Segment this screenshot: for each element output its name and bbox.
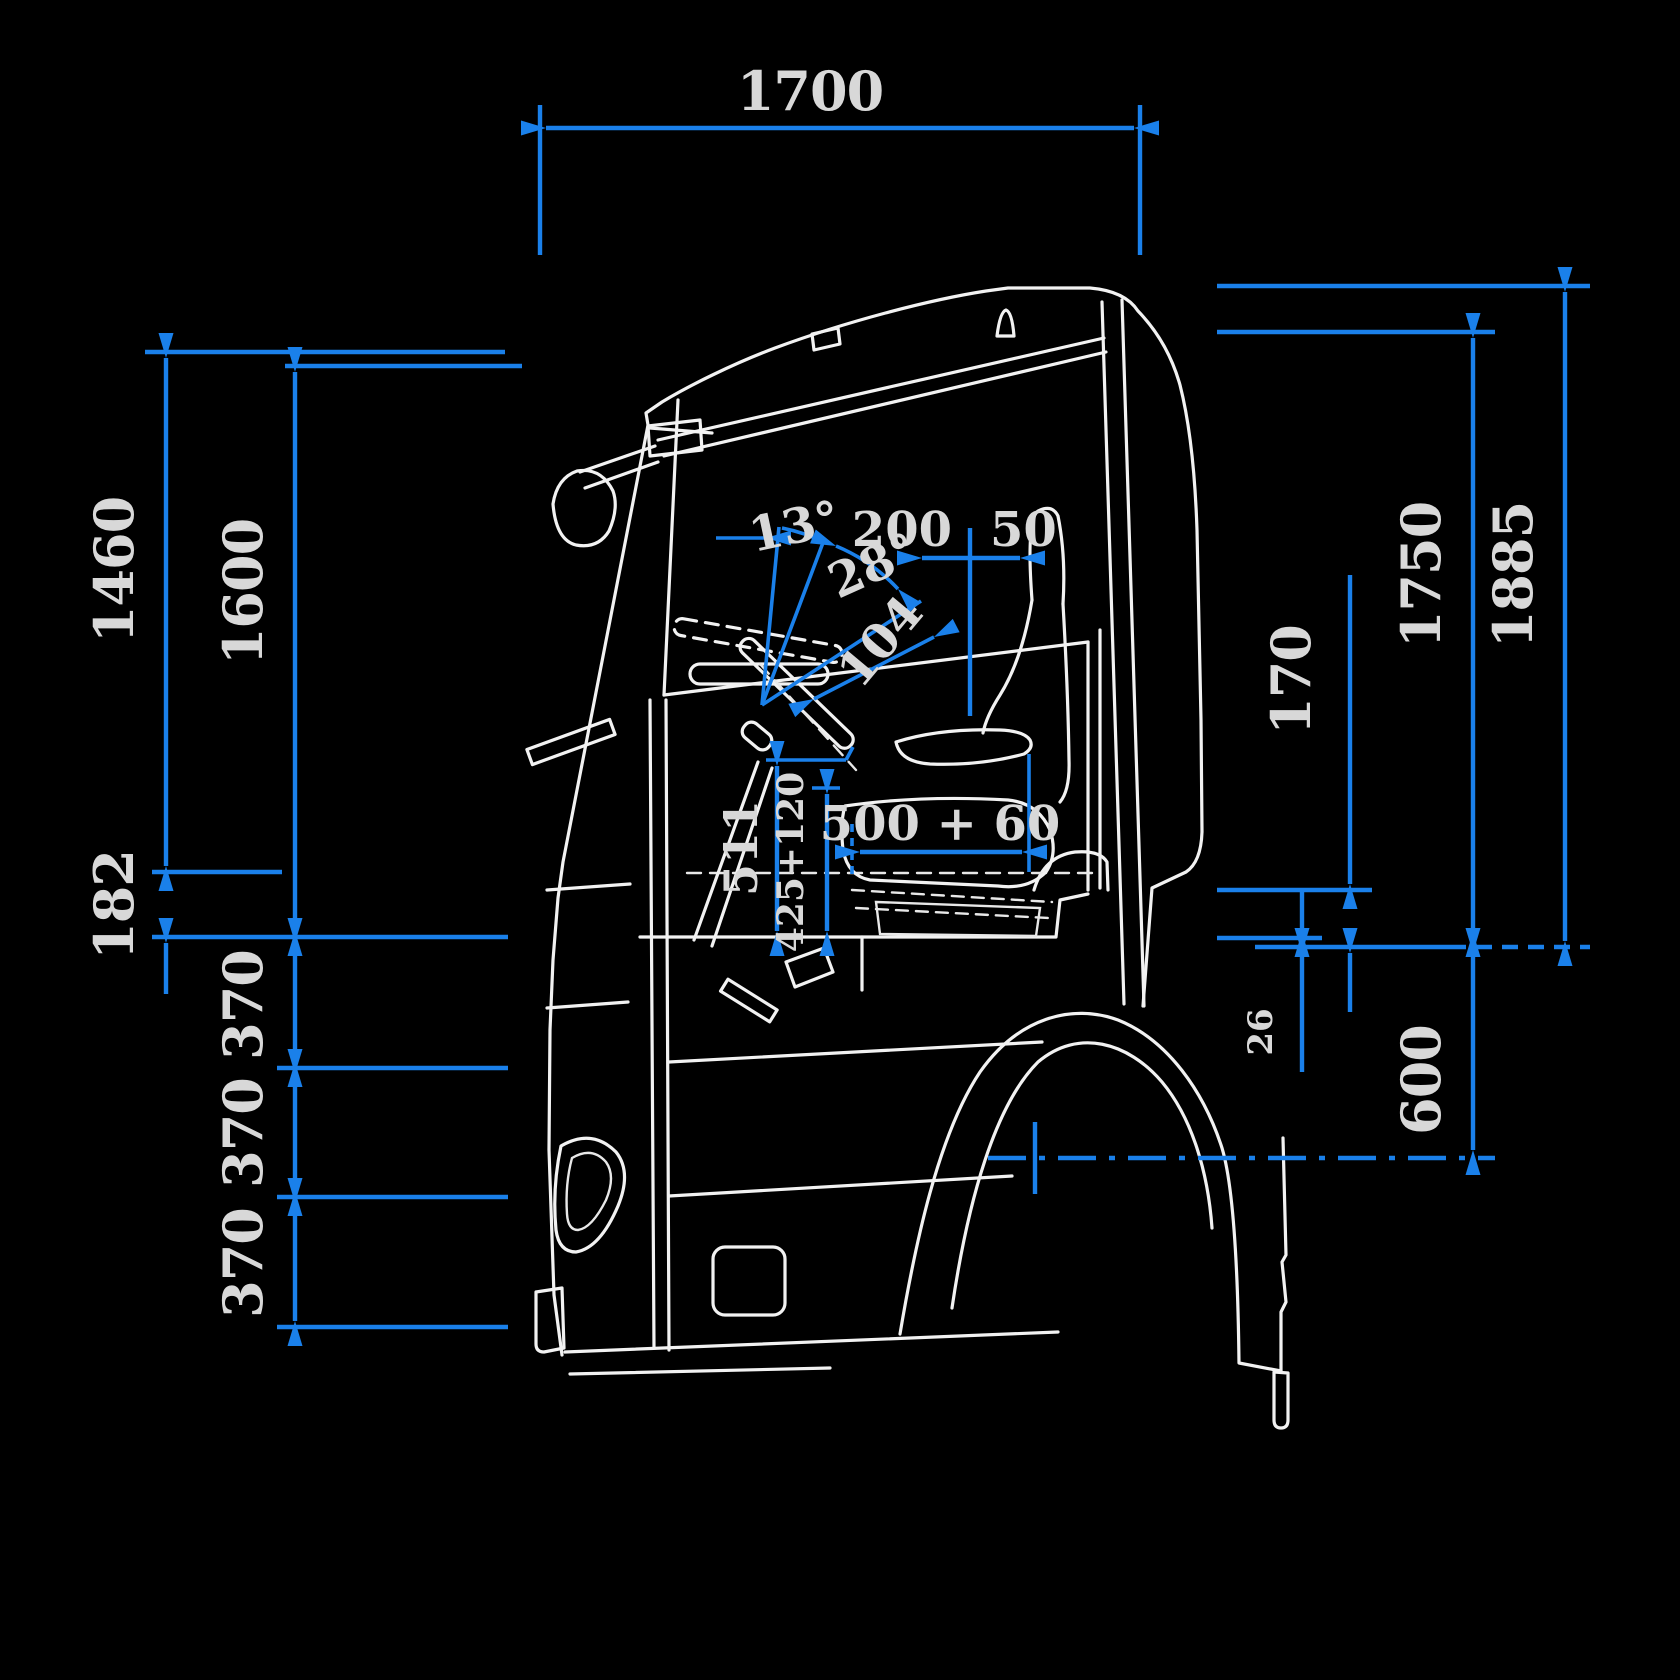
headlight-inner xyxy=(565,1151,613,1232)
dim-seat-cushion-travel: 500 + 60 xyxy=(820,754,1061,878)
svg-text:1460: 1460 xyxy=(82,497,146,643)
seat-backrest-rear xyxy=(1058,602,1071,804)
svg-text:370: 370 xyxy=(211,1208,275,1318)
svg-text:1750: 1750 xyxy=(1389,502,1453,648)
rear-mount xyxy=(1032,850,1110,892)
mud-flap xyxy=(1272,1370,1290,1430)
svg-text:13°: 13° xyxy=(744,490,844,564)
dim-seat-height-range: 425+120 xyxy=(770,769,840,956)
dim-right-height-total: 1885 xyxy=(1481,267,1573,966)
svg-text:511: 511 xyxy=(714,800,768,896)
svg-text:26: 26 xyxy=(1241,1008,1281,1055)
seat-pedestal xyxy=(874,900,1042,938)
mirror-head xyxy=(551,468,617,548)
headlight-outer xyxy=(553,1136,627,1254)
dim-right-offset: 170 xyxy=(1259,575,1358,909)
door-front-edge xyxy=(648,698,656,1350)
skirt-line xyxy=(563,1330,1060,1354)
cab-outline xyxy=(547,286,1204,1357)
door-front-edge-2 xyxy=(664,698,671,1352)
roof-band-upper xyxy=(656,336,1106,442)
svg-text:1600: 1600 xyxy=(211,519,275,665)
mirror-arm xyxy=(578,444,657,474)
dim-label: 1700 xyxy=(737,59,883,123)
mirror-arm-2 xyxy=(583,460,660,490)
dim-cab-length: 1700 xyxy=(521,59,1159,255)
cowl-line-2 xyxy=(545,1000,630,1010)
frame-rail-edge xyxy=(1279,1136,1288,1373)
dim-right-frame-to-axle: 600 xyxy=(1389,928,1481,1175)
bumper-corner xyxy=(534,1286,566,1354)
svg-text:50: 50 xyxy=(990,502,1057,558)
roof-bracket xyxy=(810,326,842,352)
wiper-blade xyxy=(525,717,617,767)
svg-text:200: 200 xyxy=(852,502,952,558)
dim-floor-height: 511 xyxy=(714,741,855,956)
dim-seat-travel: 200 50 xyxy=(852,502,1057,716)
dim-left-height-outer: 1460 xyxy=(82,333,174,891)
seat-backrest-front xyxy=(981,598,1034,735)
seat-headrest xyxy=(1028,506,1066,606)
a-pillar-inner xyxy=(662,398,680,697)
svg-text:370: 370 xyxy=(211,1078,275,1188)
svg-text:170: 170 xyxy=(1259,625,1323,735)
steering-column xyxy=(692,760,760,942)
door-bottom-line-2 xyxy=(667,1174,1014,1198)
dim-left-gap: 182 xyxy=(82,850,174,994)
svg-text:370: 370 xyxy=(211,950,275,1060)
dim-right-gap-small: 26 xyxy=(1241,890,1358,1072)
mirror-bracket xyxy=(646,418,704,458)
seat-armrest xyxy=(894,728,1033,766)
cowl-line xyxy=(545,882,632,892)
svg-text:182: 182 xyxy=(82,850,146,960)
dim-left-step-3: 370 xyxy=(211,1178,303,1346)
dim-steering-tilt: 13° 28° xyxy=(716,490,926,707)
truck-artwork xyxy=(525,286,1290,1430)
fender-inner xyxy=(950,1041,1214,1310)
steering-rim-dashed xyxy=(672,617,844,664)
step-box xyxy=(711,1245,787,1317)
dim-left-step-2: 370 xyxy=(211,1049,303,1216)
skirt-line-2 xyxy=(568,1366,832,1376)
gear-knob xyxy=(740,720,774,752)
door-bottom-line xyxy=(667,1040,1044,1064)
dim-left-step-1: 370 xyxy=(211,918,303,1087)
rear-wall-inner xyxy=(1120,298,1146,1008)
svg-text:1885: 1885 xyxy=(1481,502,1545,648)
brake-pedal xyxy=(718,977,779,1024)
accelerator-pedal xyxy=(784,946,835,989)
roof-antenna-fin xyxy=(995,308,1016,338)
seat-rail-dashed xyxy=(850,888,1054,904)
svg-text:500 + 60: 500 + 60 xyxy=(820,796,1061,852)
fender-outer xyxy=(898,1011,1283,1373)
dim-right-height-roof: 1750 xyxy=(1389,313,1481,957)
svg-text:425+120: 425+120 xyxy=(770,772,812,952)
steering-rim-centerline xyxy=(758,662,858,772)
roof-band-lower xyxy=(662,350,1108,458)
dimension-annotations: 1700 1460 182 1600 370 xyxy=(82,59,1590,1346)
svg-text:600: 600 xyxy=(1389,1025,1453,1135)
dim-left-height-inner: 1600 xyxy=(211,347,303,956)
seat-rail-dashed-2 xyxy=(854,906,1050,920)
steering-column-2 xyxy=(710,766,774,948)
cab-floor-line xyxy=(638,892,1090,939)
rear-wall-outer xyxy=(1100,300,1126,1006)
